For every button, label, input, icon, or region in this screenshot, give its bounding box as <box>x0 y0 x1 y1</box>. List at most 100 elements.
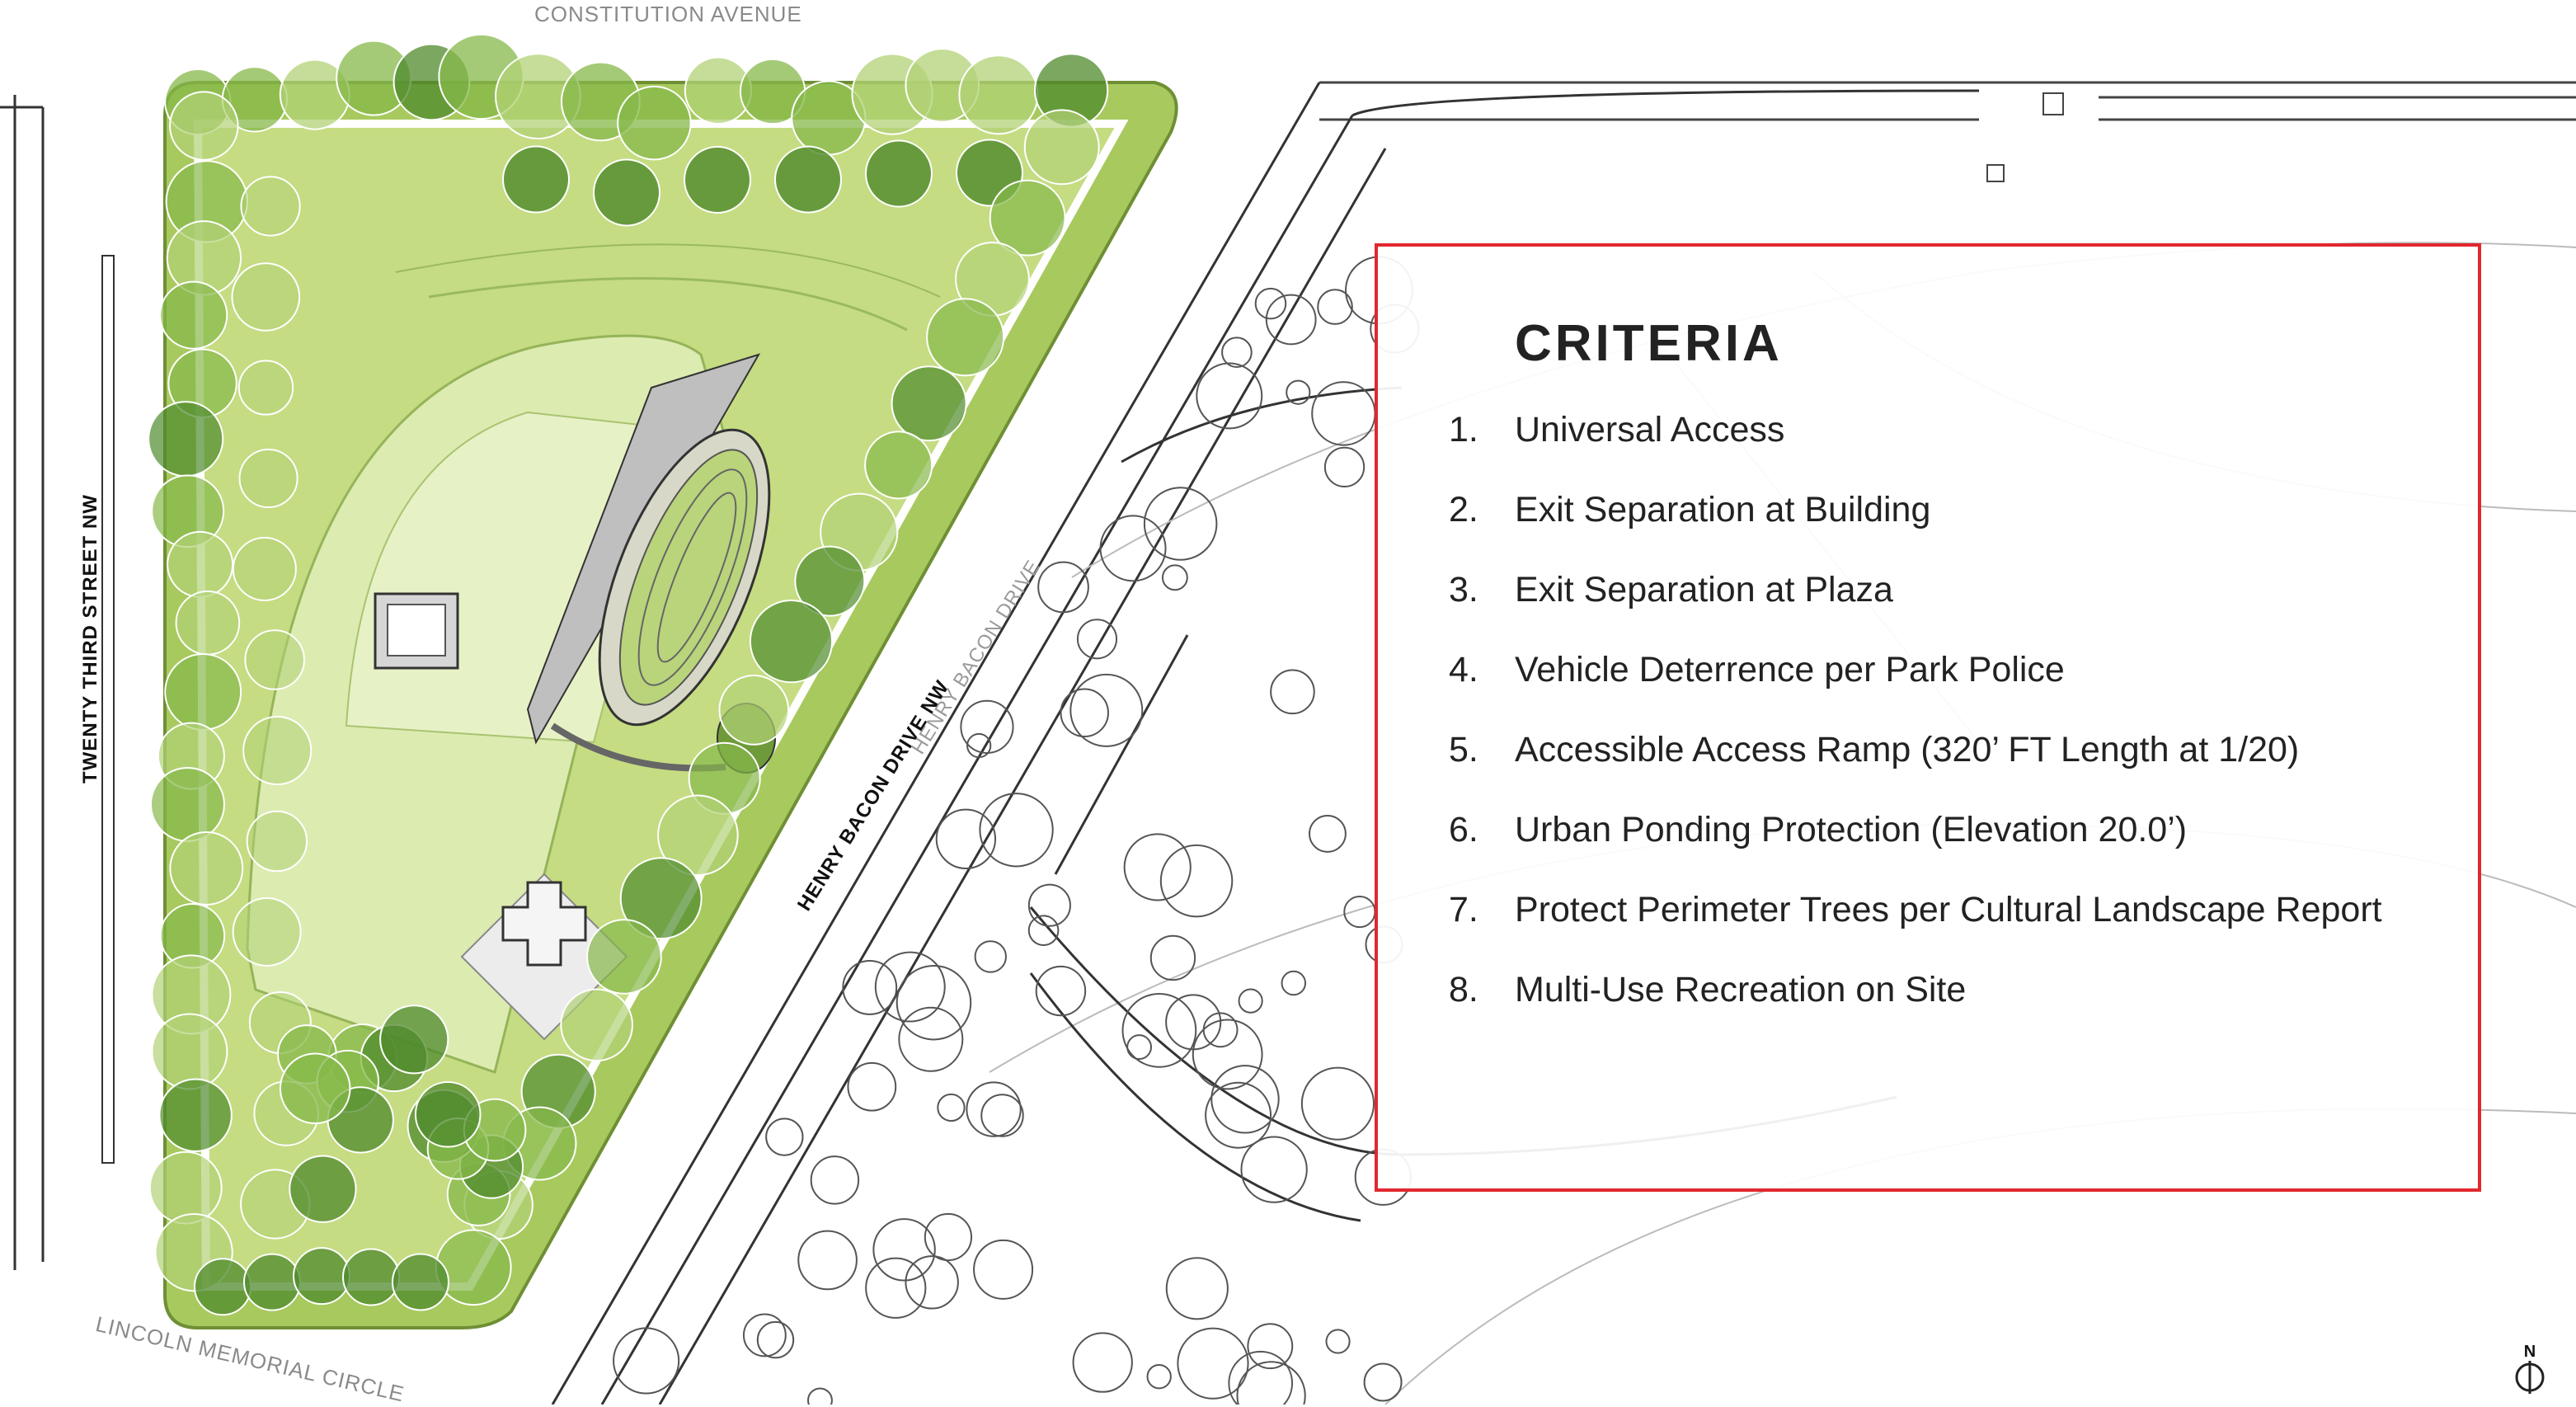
tree-canopy <box>150 766 225 842</box>
tree-canopy <box>151 1013 228 1090</box>
tree-canopy <box>502 145 570 214</box>
tree-outline <box>1159 844 1234 918</box>
tree-outline <box>1143 487 1218 561</box>
tree-outline <box>1210 1065 1280 1134</box>
criteria-item: 3.Exit Separation at Plaza <box>1449 563 2422 616</box>
henry-bacon-drive-road <box>551 82 1980 1405</box>
tree-outline <box>966 1081 1022 1137</box>
criteria-item: 4. Vehicle Deterrence per Park Police <box>1449 643 2422 696</box>
tree-canopy <box>238 448 298 509</box>
tree-outline <box>1265 294 1317 346</box>
tree-outline <box>1247 1323 1294 1370</box>
criteria-item-text: Universal Access <box>1515 410 1785 449</box>
tree-canopy <box>749 600 834 684</box>
tree-canopy <box>342 1248 400 1306</box>
tree-outline <box>874 951 946 1023</box>
tree-canopy <box>774 145 842 214</box>
tree-outline <box>898 1006 964 1072</box>
criteria-item-text: Urban Ponding Protection (Elevation 20.0… <box>1515 810 2188 849</box>
tree-canopy <box>242 715 313 786</box>
tree-outline <box>847 1061 897 1112</box>
tree-canopy <box>244 629 305 690</box>
criteria-item-text: Accessible Access Ramp (320’ FT Length a… <box>1515 730 2300 769</box>
tree-outline <box>797 1230 858 1291</box>
criteria-item-number: 4. <box>1449 650 1478 689</box>
tree-outline <box>1146 1363 1172 1390</box>
tree-outline <box>973 1239 1034 1300</box>
criteria-item-text: Protect Perimeter Trees per Cultural Lan… <box>1515 890 2382 929</box>
north-arrow-symbol <box>2515 1361 2545 1394</box>
tree-canopy <box>175 590 241 656</box>
tree-outline <box>1236 1361 1306 1405</box>
tree-canopy <box>158 1078 233 1152</box>
tree-outline <box>1205 1081 1272 1149</box>
tree-outline <box>1126 1034 1153 1061</box>
tree-outline <box>1027 883 1071 927</box>
tree-outline <box>1281 970 1307 996</box>
tree-outline <box>765 1118 804 1156</box>
tree-outline <box>1060 688 1109 738</box>
tree-canopy <box>246 810 308 873</box>
tree-outline <box>1072 1332 1133 1393</box>
tree-canopy <box>586 919 662 995</box>
criteria-item: 8.Multi-Use Recreation on Site <box>1449 963 2422 1016</box>
tree-canopy <box>194 1258 251 1316</box>
tree-outline <box>924 1212 973 1262</box>
twenty-third-street-label: TWENTY THIRD STREET NW <box>79 494 101 783</box>
tree-outline <box>1228 1350 1294 1405</box>
tree-outline <box>1177 1327 1249 1400</box>
tree-canopy <box>232 897 302 967</box>
tree-canopy <box>279 1052 351 1125</box>
tree-outline <box>1161 564 1188 591</box>
north-arrow: N <box>2513 1343 2546 1362</box>
criteria-item-number: 2. <box>1449 490 1478 529</box>
tree-canopy <box>619 857 703 940</box>
tree-canopy <box>148 401 224 478</box>
tree-canopy <box>657 794 739 877</box>
criteria-item: 6. Urban Ponding Protection (Elevation 20… <box>1449 803 2422 856</box>
criteria-item-number: 6. <box>1449 810 1478 849</box>
criteria-item-text: Exit Separation at Building <box>1515 490 1931 529</box>
tree-canopy <box>864 431 933 500</box>
tree-canopy <box>232 536 297 602</box>
tree-outline <box>810 1155 860 1205</box>
tree-canopy <box>560 988 633 1062</box>
tree-outline <box>960 699 1014 754</box>
tree-canopy <box>414 1081 482 1148</box>
tree-canopy <box>148 1151 223 1225</box>
criteria-item-text: Vehicle Deterrence per Park Police <box>1515 650 2065 689</box>
tree-canopy <box>958 54 1039 135</box>
tree-outline <box>974 940 1007 973</box>
tree-canopy <box>167 530 234 598</box>
constitution-avenue-road <box>1319 81 2576 182</box>
criteria-item-number: 5. <box>1449 730 1478 769</box>
twenty-third-street <box>0 95 115 1270</box>
tree-outline <box>807 1387 833 1405</box>
tree-canopy <box>1023 109 1100 186</box>
tree-canopy <box>237 360 294 416</box>
tree-canopy <box>891 365 967 442</box>
tree-outline <box>1037 561 1089 614</box>
tree-outline <box>1254 287 1287 320</box>
perimeter-trees <box>148 33 1109 1316</box>
tree-outline <box>1123 833 1192 901</box>
tree-canopy <box>593 158 660 227</box>
tree-outline <box>980 1094 1024 1137</box>
tree-canopy <box>865 139 933 208</box>
tree-canopy <box>794 545 866 617</box>
tree-canopy <box>169 91 239 161</box>
tree-outline <box>1196 362 1263 430</box>
tree-outline <box>1121 992 1197 1068</box>
criteria-item-number: 3. <box>1449 570 1478 609</box>
criteria-item-number: 1. <box>1449 410 1478 449</box>
tree-outline <box>905 1255 959 1310</box>
tree-outline <box>842 960 898 1015</box>
tree-canopy <box>379 1005 449 1075</box>
tree-canopy <box>435 1229 512 1306</box>
tree-outline <box>1035 965 1087 1017</box>
tree-outline <box>742 1313 787 1358</box>
tree-outline <box>1363 1362 1403 1402</box>
tree-outline <box>1069 673 1144 747</box>
tree-outline <box>1076 619 1118 660</box>
tree-canopy <box>617 85 692 161</box>
